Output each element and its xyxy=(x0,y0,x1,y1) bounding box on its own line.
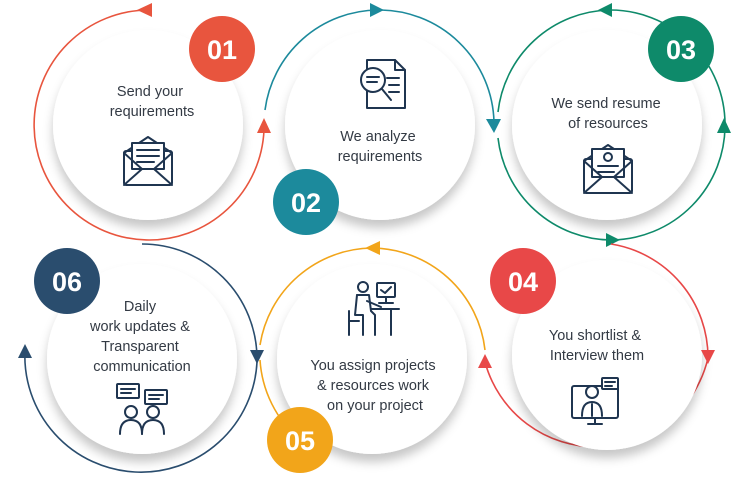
step-05-arc xyxy=(371,247,486,351)
step-01-card xyxy=(53,30,243,220)
step-06-number: 06 xyxy=(52,267,82,297)
step-04: 04 You shortlist & Interview them xyxy=(478,243,715,450)
step-03-arc-bottom xyxy=(497,137,612,241)
step-03-arrow-top xyxy=(598,3,612,17)
step-03-label-line-1: We send resume xyxy=(551,96,660,112)
step-06-arc xyxy=(141,243,258,359)
step-06-badge xyxy=(34,248,100,314)
step-04-label-line-2: Interview them xyxy=(550,348,644,364)
step-04-badge xyxy=(490,248,556,314)
step-03-badge xyxy=(648,16,714,82)
step-02-badge xyxy=(273,169,339,235)
step-02-arrow-top xyxy=(370,3,384,17)
step-06-label-line-4: communication xyxy=(93,359,191,375)
person-at-desk-icon xyxy=(348,281,400,336)
step-06-arrow-left xyxy=(18,344,32,358)
step-04-arrow-right xyxy=(701,350,715,364)
step-03-label-line-2: of resources xyxy=(568,116,648,132)
step-01-label: Send your requirements xyxy=(110,84,195,120)
step-03-arrow-bottom xyxy=(606,233,620,247)
chat-people-icon xyxy=(116,383,168,435)
step-04-number: 04 xyxy=(508,267,538,297)
step-06-label-line-1: Daily xyxy=(124,299,157,315)
step-05-label-line-2: & resources work xyxy=(317,378,430,394)
step-02-label-line-2: requirements xyxy=(338,149,423,165)
step-02-label: We analyze requirements xyxy=(338,129,423,165)
step-06-label-line-3: Transparent xyxy=(101,339,179,355)
step-02: 02 We analyze requirements xyxy=(264,3,501,235)
step-04-arc xyxy=(610,243,709,359)
step-05-number: 05 xyxy=(285,426,315,456)
step-01-arc xyxy=(33,9,265,241)
step-03-arrow-right xyxy=(717,118,731,133)
step-03-card xyxy=(512,30,702,220)
step-06-label-line-2: work updates & xyxy=(89,319,190,335)
step-06-card xyxy=(47,264,237,454)
step-01-label-line-2: requirements xyxy=(110,104,195,120)
step-04-label: You shortlist & Interview them xyxy=(549,328,645,364)
step-02-arc xyxy=(377,9,495,123)
step-05: 05 You assign projects & resources work … xyxy=(259,241,486,473)
step-01: 01 Send your requirements xyxy=(33,3,271,241)
step-05-label-line-3: on your project xyxy=(327,398,423,414)
step-06-arrow-right xyxy=(250,350,264,364)
step-02-card xyxy=(285,30,475,220)
step-05-arrow-top xyxy=(365,241,380,255)
step-05-card xyxy=(277,264,467,454)
step-01-label-line-1: Send your xyxy=(117,84,183,100)
step-03-number: 03 xyxy=(666,35,696,65)
step-05-arc-left xyxy=(259,247,373,346)
step-03-label: We send resume of resources xyxy=(551,96,664,132)
video-interview-icon xyxy=(571,377,619,425)
step-05-label: You assign projects & resources work on … xyxy=(310,358,439,414)
step-01-arrow-top xyxy=(137,3,152,17)
step-04-label-line-1: You shortlist & xyxy=(549,328,641,344)
step-05-badge xyxy=(267,407,333,473)
step-01-badge xyxy=(189,16,255,82)
envelope-document-icon xyxy=(123,136,173,186)
step-05-label-line-1: You assign projects xyxy=(310,358,435,374)
step-02-arrow-right xyxy=(486,119,501,133)
step-02-label-line-1: We analyze xyxy=(340,129,416,145)
step-02-number: 02 xyxy=(291,188,321,218)
step-02-arc-left xyxy=(264,9,379,111)
step-04-card xyxy=(512,260,702,450)
step-06-label: Daily work updates & Transparent communi… xyxy=(89,299,194,375)
step-01-arrow-right xyxy=(257,118,271,133)
step-01-number: 01 xyxy=(207,35,237,65)
step-06: 06 Daily work updates & Transparent comm… xyxy=(18,243,264,473)
step-06-arc-bottom xyxy=(24,349,258,473)
step-03-arc-left xyxy=(497,9,610,113)
step-03: 03 We send resume of resources xyxy=(497,3,731,247)
step-04-arrow-left xyxy=(478,354,492,368)
magnifier-document-icon xyxy=(360,59,406,109)
email-resume-icon xyxy=(583,144,633,194)
